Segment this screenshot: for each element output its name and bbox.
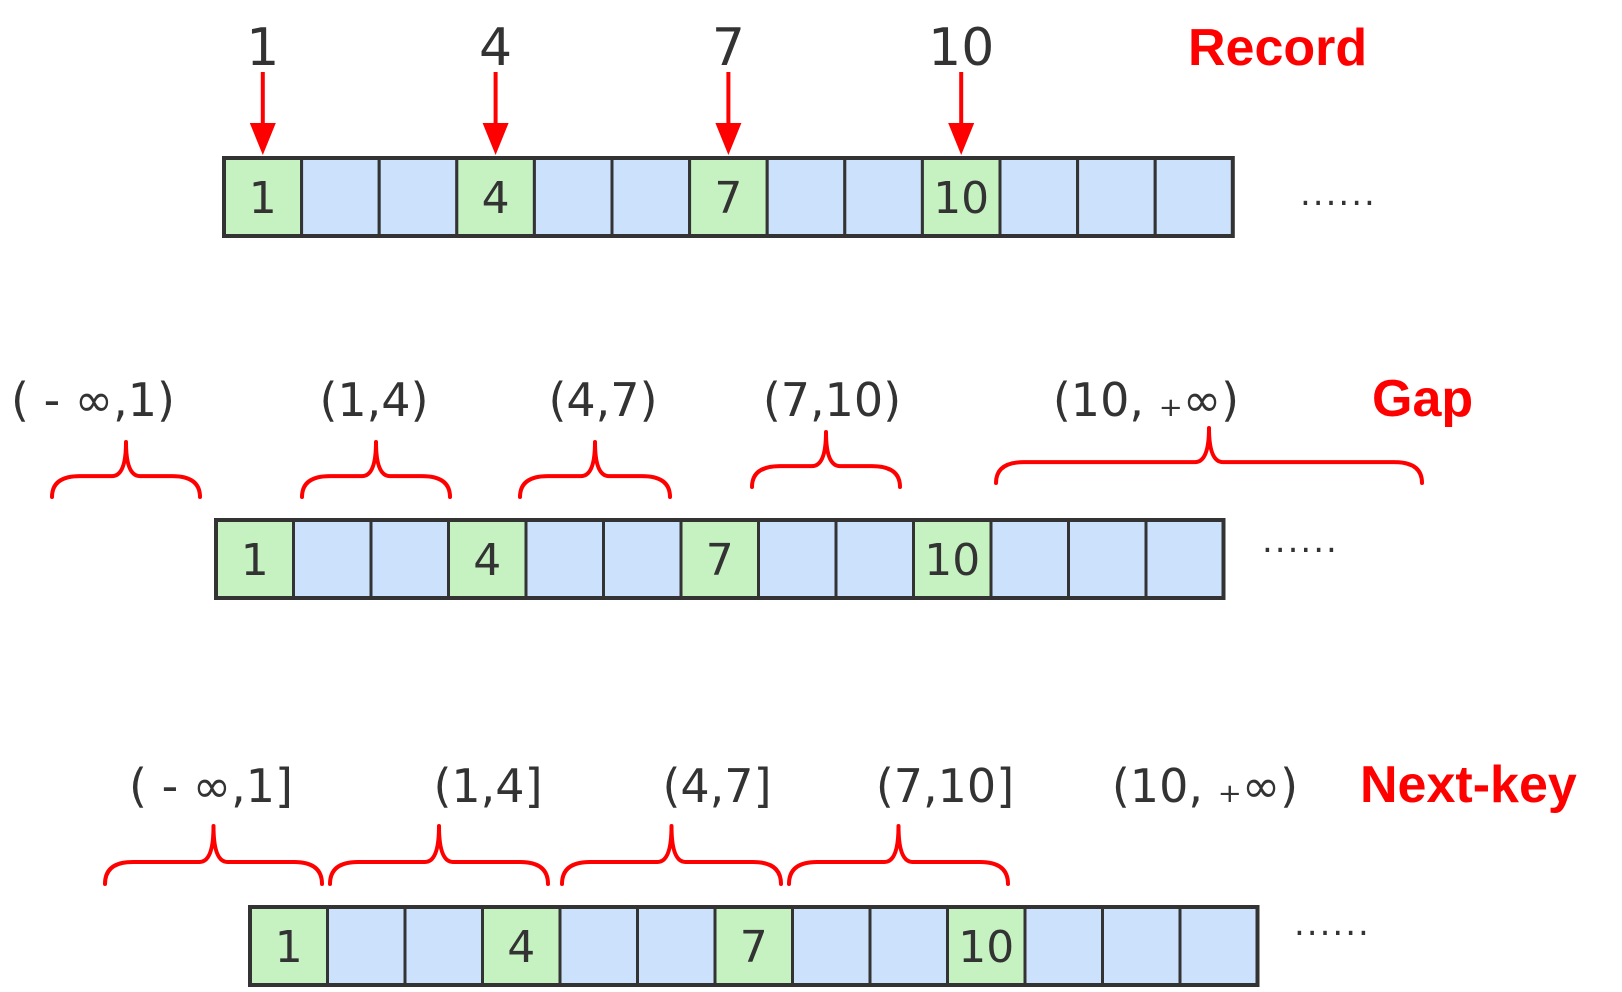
next-key-row-frame — [248, 905, 1260, 987]
next-key-cell — [558, 905, 639, 987]
gap-cell-value: 4 — [473, 535, 501, 586]
next-key-ellipsis: ...... — [1294, 904, 1371, 944]
next-key-interval-brace — [103, 824, 324, 886]
record-cell — [998, 156, 1080, 238]
next-key-title: Next-key — [1360, 756, 1577, 814]
next-key-cell — [791, 905, 872, 987]
record-arrow-label: 1 — [246, 18, 279, 78]
gap-interval-label: (1,4) — [319, 373, 428, 427]
gap-cell — [1067, 518, 1148, 600]
next-key-cell-value: 10 — [958, 922, 1014, 973]
next-key-cell — [1178, 905, 1259, 987]
record-cell-value: 10 — [933, 173, 989, 224]
next-key-cell — [868, 905, 949, 987]
next-key-interval-brace — [560, 824, 783, 886]
next-key-cell — [636, 905, 717, 987]
gap-cell-value: 10 — [924, 535, 980, 586]
next-key-interval-label: ( - ∞,1] — [129, 759, 293, 813]
gap-cell-value: 7 — [706, 535, 734, 586]
record-arrow-label: 10 — [928, 18, 994, 78]
record-cell — [1076, 156, 1157, 238]
gap-cell — [757, 518, 838, 600]
record-cell-value: 4 — [482, 173, 510, 224]
record-arrow-head — [249, 123, 276, 155]
gap-cell — [602, 518, 683, 600]
gap-ellipsis: ...... — [1262, 521, 1339, 561]
record-cell-value: 7 — [714, 173, 742, 224]
next-key-cell-value: 7 — [740, 922, 768, 973]
gap-interval-label: (4,7) — [548, 373, 657, 427]
record-arrow-label: 7 — [712, 18, 745, 78]
record-row-frame — [222, 156, 1235, 238]
next-key-interval-label: (4,7] — [662, 759, 771, 813]
record-arrow-head — [482, 123, 509, 155]
record-arrow-label: 4 — [479, 18, 512, 78]
gap-cell — [989, 518, 1070, 600]
next-key-interval-brace — [328, 824, 550, 886]
next-key-cell — [1023, 905, 1104, 987]
next-key-cell-value: 4 — [507, 922, 535, 973]
gap-cell — [369, 518, 450, 600]
gap-interval-brace — [994, 426, 1424, 485]
gap-cell — [1144, 518, 1225, 600]
record-cell — [377, 156, 459, 238]
next-key-cell-value: 1 — [275, 922, 303, 973]
gap-interval-brace — [300, 440, 452, 499]
record-cell — [300, 156, 381, 238]
gap-title: Gap — [1372, 370, 1473, 428]
gap-cell — [834, 518, 915, 600]
record-ellipsis: ...... — [1300, 174, 1377, 214]
gap-interval-brace — [50, 440, 202, 499]
next-key-interval-label: (10, ₊∞) — [1112, 759, 1298, 813]
next-key-cell — [326, 905, 407, 987]
record-arrow-head — [948, 123, 975, 155]
gap-cell — [524, 518, 605, 600]
next-key-interval-label: (1,4] — [433, 759, 542, 813]
gap-cell-value: 1 — [241, 535, 269, 586]
gap-cell — [912, 518, 993, 600]
gap-interval-label: (7,10) — [763, 373, 901, 427]
next-key-cell — [1101, 905, 1182, 987]
record-cell — [765, 156, 847, 238]
gap-interval-label: ( - ∞,1) — [11, 373, 175, 427]
record-cell-value: 1 — [249, 173, 277, 224]
next-key-interval-brace — [787, 824, 1010, 886]
gap-cell — [292, 518, 373, 600]
gap-interval-label: (10, ₊∞) — [1053, 373, 1239, 427]
record-cell — [843, 156, 924, 238]
next-key-cell — [403, 905, 484, 987]
record-title: Record — [1188, 19, 1367, 77]
record-cell — [610, 156, 692, 238]
gap-row-frame — [214, 518, 1226, 600]
record-arrow-head — [715, 123, 742, 155]
gap-interval-brace — [750, 430, 902, 489]
next-key-interval-label: (7,10] — [876, 759, 1014, 813]
record-cell — [1153, 156, 1235, 238]
gap-interval-brace — [518, 440, 672, 499]
record-cell — [532, 156, 614, 238]
